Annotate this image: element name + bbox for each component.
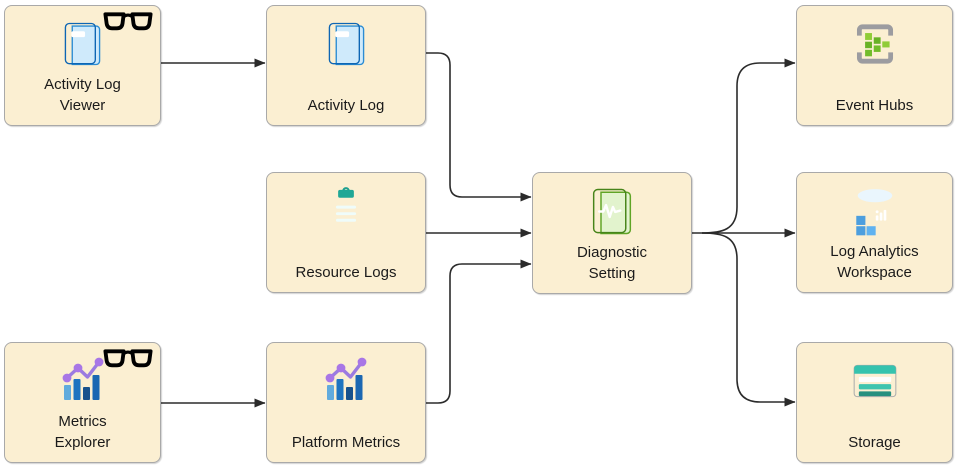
edge-diagnostic-setting-to-event-hubs xyxy=(701,58,796,234)
green-book-pulse-icon xyxy=(533,186,691,237)
node-activity-log[interactable]: Activity Log xyxy=(266,5,426,126)
edge-activity-log-to-diagnostic-setting xyxy=(426,52,532,202)
edge-diagnostic-setting-to-storage xyxy=(701,232,796,407)
node-label: Platform Metrics xyxy=(291,434,401,451)
node-diagnostic-setting[interactable]: Diagnostic Setting xyxy=(532,172,692,294)
bar-chart-trend-icon xyxy=(267,356,425,404)
log-analytics-cylinder-icon xyxy=(797,186,952,238)
node-label: Resource Logs xyxy=(295,264,397,281)
bar-chart-trend-icon xyxy=(5,356,160,404)
node-metrics-explorer[interactable]: Metrics Explorer xyxy=(4,342,161,463)
node-platform-metrics[interactable]: Platform Metrics xyxy=(266,342,426,463)
blue-book-icon xyxy=(267,19,425,69)
node-label: Event Hubs xyxy=(835,97,914,114)
node-activity-log-viewer[interactable]: Activity Log Viewer xyxy=(4,5,161,126)
node-label: Activity Log Viewer xyxy=(44,76,121,114)
blue-book-icon xyxy=(5,19,160,69)
event-hubs-icon xyxy=(797,19,952,69)
node-resource-logs[interactable]: Resource Logs xyxy=(266,172,426,293)
node-label: Diagnostic Setting xyxy=(576,244,648,282)
storage-icon xyxy=(797,356,952,406)
edge-platform-metrics-to-diagnostic-setting xyxy=(426,259,532,404)
node-label: Log Analytics Workspace xyxy=(830,243,919,281)
node-label: Metrics Explorer xyxy=(54,413,111,451)
node-label: Activity Log xyxy=(307,97,385,114)
clipboard-icon xyxy=(267,186,425,234)
node-event-hubs[interactable]: Event Hubs xyxy=(796,5,953,126)
node-log-analytics-workspace[interactable]: Log Analytics Workspace xyxy=(796,172,953,293)
node-label: Storage xyxy=(848,434,901,451)
node-storage[interactable]: Storage xyxy=(796,342,953,463)
